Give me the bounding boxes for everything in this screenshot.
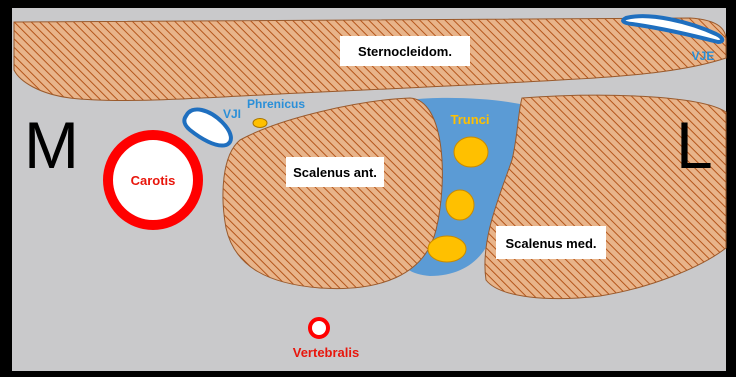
label-trunks: Trunci <box>450 112 489 127</box>
label-internal-jugular: VJI <box>223 107 241 121</box>
label-external-jugular: VJE <box>692 49 715 63</box>
label-scalenus-anterior: Scalenus ant. <box>293 165 377 180</box>
label-sternocleidomastoid: Sternocleidom. <box>358 44 452 59</box>
label-vertebral: Vertebralis <box>293 345 360 360</box>
plexus-trunk-middle <box>446 190 474 220</box>
label-carotid: Carotis <box>131 173 176 188</box>
label-medial: M <box>24 108 79 182</box>
plexus-trunk-upper <box>454 137 488 167</box>
label-lateral: L <box>676 108 713 182</box>
plexus-trunk-lower <box>428 236 466 262</box>
vertebral-artery <box>310 319 328 337</box>
label-scalenus-medius: Scalenus med. <box>505 236 596 251</box>
label-phrenic: Phrenicus <box>247 97 305 111</box>
phrenic-nerve <box>253 119 267 128</box>
